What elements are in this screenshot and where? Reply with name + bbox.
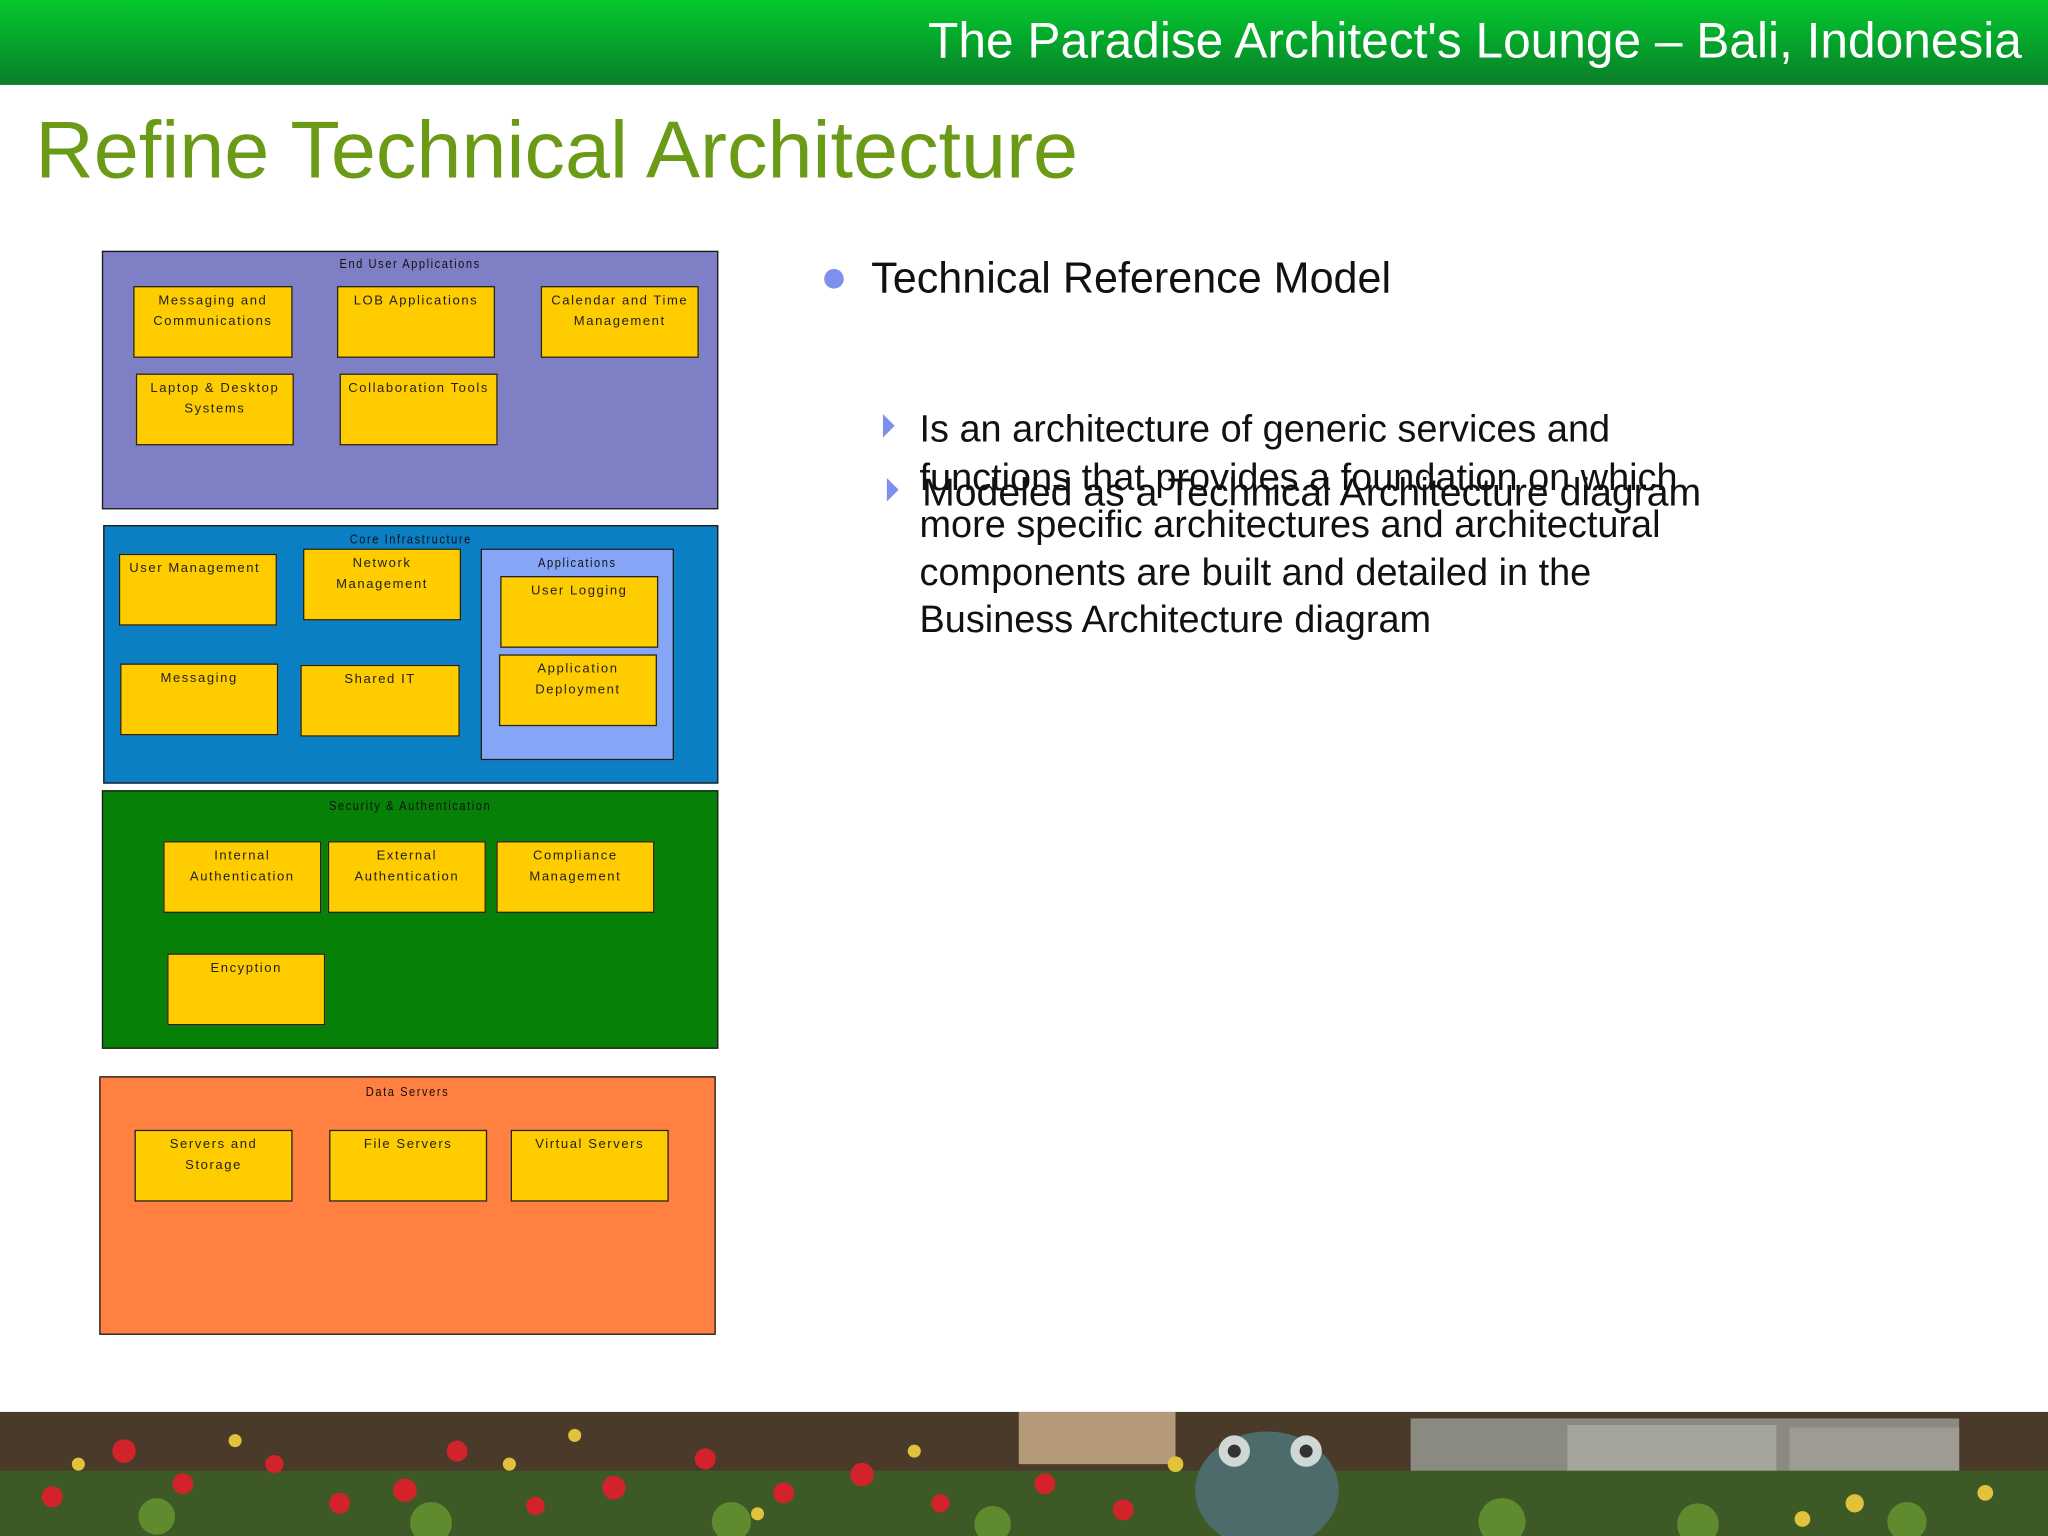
box-shared-it: Shared IT bbox=[300, 664, 460, 737]
group-label: Applications bbox=[538, 556, 617, 571]
sub-bullet-triangle-icon bbox=[882, 414, 895, 438]
box-encryption: Encyption bbox=[167, 953, 326, 1026]
slide-title: Refine Technical Architecture bbox=[35, 105, 1079, 196]
box-compliance-management: Compliance Management bbox=[496, 841, 655, 913]
box-servers-storage: Servers and Storage bbox=[134, 1129, 293, 1202]
box-internal-authentication: Internal Authentication bbox=[163, 841, 322, 913]
box-messaging: Messaging bbox=[120, 663, 279, 736]
header-title: The Paradise Architect's Lounge – Bali, … bbox=[928, 14, 2022, 70]
sub-bullet-triangle-icon bbox=[886, 478, 899, 502]
header-bar: The Paradise Architect's Lounge – Bali, … bbox=[0, 0, 2048, 85]
garden-photo bbox=[0, 1411, 2048, 1536]
group-label: End User Applications bbox=[339, 257, 481, 272]
group-label: Core Infrastructure bbox=[349, 532, 472, 548]
box-external-authentication: External Authentication bbox=[327, 841, 486, 913]
box-user-logging: User Logging bbox=[500, 575, 659, 648]
sub-bullet-architecture-text: Is an architecture of generic services a… bbox=[919, 408, 1678, 642]
group-label: Data Servers bbox=[365, 1085, 450, 1100]
sub-bullet-modeled-text: Modeled as a Technical Architecture diag… bbox=[922, 471, 1702, 515]
box-virtual-servers: Virtual Servers bbox=[510, 1129, 669, 1202]
box-messaging-communications: Messaging and Communications bbox=[133, 286, 293, 358]
group-label: Security & Authentication bbox=[328, 799, 492, 814]
bullet-dot-icon bbox=[824, 269, 844, 289]
box-lob-applications: LOB Applications bbox=[336, 286, 496, 358]
box-user-management: User Management bbox=[118, 553, 277, 626]
garden-photo-graphic bbox=[0, 1411, 2048, 1536]
box-collaboration-tools: Collaboration Tools bbox=[339, 373, 498, 446]
box-file-servers: File Servers bbox=[329, 1129, 488, 1202]
box-application-deployment: Application Deployment bbox=[498, 654, 657, 727]
bullet-technical-reference-model: Technical Reference Model bbox=[871, 253, 1392, 302]
box-network-management: Network Management bbox=[303, 548, 462, 621]
group-data-servers: Data Servers bbox=[99, 1076, 716, 1335]
box-laptop-desktop-systems: Laptop & Desktop Systems bbox=[135, 373, 294, 446]
box-calendar-time-management: Calendar and Time Management bbox=[540, 286, 699, 358]
